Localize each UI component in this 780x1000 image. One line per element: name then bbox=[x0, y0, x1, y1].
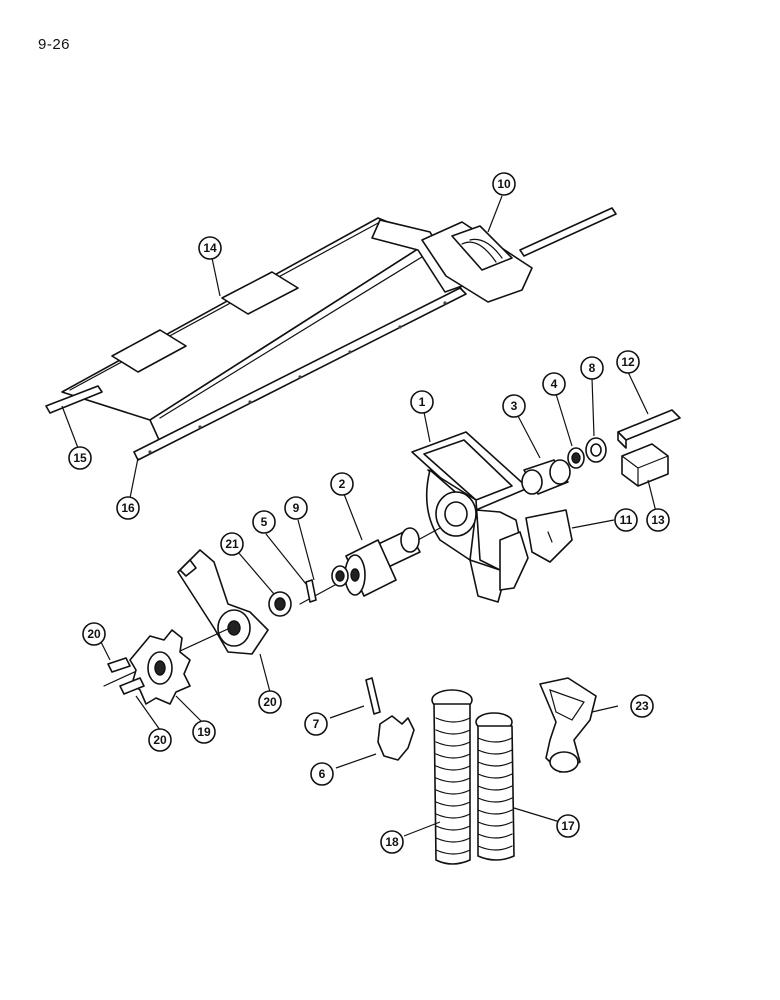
callout-22-label: 21 bbox=[225, 537, 239, 551]
callout-12-label: 12 bbox=[621, 355, 635, 369]
part-8-washer bbox=[585, 437, 607, 463]
callout-20b-label: 20 bbox=[153, 733, 167, 747]
callout-11: 11 bbox=[614, 508, 638, 532]
part-12-bar bbox=[617, 409, 681, 449]
callout-20-upper: 20 bbox=[82, 622, 106, 646]
callout-15-label: 15 bbox=[73, 451, 87, 465]
callout-8: 8 bbox=[580, 356, 604, 380]
part-21-crank bbox=[177, 549, 269, 655]
part-17-hose bbox=[475, 712, 515, 861]
callout-6: 6 bbox=[310, 762, 334, 786]
callout-3: 3 bbox=[502, 394, 526, 418]
callout-19-label: 19 bbox=[197, 725, 211, 739]
part-13-bracket bbox=[621, 443, 669, 487]
callout-21-label: 20 bbox=[263, 695, 277, 709]
leader-lines bbox=[61, 195, 657, 837]
callout-10-label: 10 bbox=[497, 177, 511, 191]
part-23-spout bbox=[539, 677, 597, 773]
callout-16-label: 16 bbox=[121, 501, 135, 515]
part-1-housing bbox=[411, 431, 529, 603]
part-20-key-upper bbox=[107, 657, 131, 673]
callout-4: 4 bbox=[542, 372, 566, 396]
callout-10: 10 bbox=[492, 172, 516, 196]
part-19-sprocket bbox=[129, 629, 191, 705]
top-strip bbox=[519, 207, 617, 257]
callout-16: 16 bbox=[116, 496, 140, 520]
part-10-end-cover bbox=[421, 221, 533, 303]
part-22-ring bbox=[268, 591, 292, 617]
callout-3-label: 3 bbox=[511, 399, 518, 413]
part-4-washer bbox=[567, 447, 585, 469]
callout-20a-label: 20 bbox=[87, 627, 101, 641]
callout-19: 19 bbox=[192, 720, 216, 744]
callout-23: 23 bbox=[630, 694, 654, 718]
part-9-washer bbox=[331, 565, 349, 587]
callout-1-label: 1 bbox=[419, 395, 426, 409]
callout-13: 13 bbox=[646, 508, 670, 532]
callout-15: 15 bbox=[68, 446, 92, 470]
callout-7-label: 7 bbox=[313, 717, 320, 731]
callout-2: 2 bbox=[330, 472, 354, 496]
callout-17: 17 bbox=[556, 814, 580, 838]
page-number: 9-26 bbox=[38, 36, 71, 53]
callout-5: 5 bbox=[252, 510, 276, 534]
callout-12: 12 bbox=[616, 350, 640, 374]
part-15-strip bbox=[45, 385, 103, 414]
part-6-bracket bbox=[377, 715, 415, 761]
callout-23-label: 23 bbox=[635, 699, 649, 713]
callout-8-label: 8 bbox=[589, 361, 596, 375]
callout-18: 18 bbox=[380, 830, 404, 854]
callout-22: 21 bbox=[220, 532, 244, 556]
callout-14-label: 14 bbox=[203, 241, 217, 255]
part-11-plate bbox=[525, 509, 573, 563]
part-18-hose bbox=[431, 689, 473, 865]
part-14-auger-trough bbox=[61, 217, 463, 443]
callout-7: 7 bbox=[304, 712, 328, 736]
part-3-bearing bbox=[521, 459, 571, 495]
callout-21: 20 bbox=[258, 690, 282, 714]
callout-1: 1 bbox=[410, 390, 434, 414]
part-7-pin bbox=[365, 677, 381, 715]
callout-9-label: 9 bbox=[293, 501, 300, 515]
callout-13-label: 13 bbox=[651, 513, 665, 527]
callout-11-label: 11 bbox=[620, 513, 633, 527]
callout-17-label: 17 bbox=[561, 819, 575, 833]
callout-18-label: 18 bbox=[385, 835, 399, 849]
callout-4-label: 4 bbox=[551, 377, 558, 391]
part-5-pin bbox=[305, 579, 317, 603]
callout-2-label: 2 bbox=[339, 477, 346, 491]
callout-20-lower: 20 bbox=[148, 728, 172, 752]
callout-5-label: 5 bbox=[261, 515, 268, 529]
part-16-strip bbox=[133, 287, 467, 461]
callout-9: 9 bbox=[284, 496, 308, 520]
callout-14: 14 bbox=[198, 236, 222, 260]
callout-6-label: 6 bbox=[319, 767, 326, 781]
part-20-key-lower bbox=[119, 677, 145, 695]
part-2-roller bbox=[299, 527, 441, 605]
